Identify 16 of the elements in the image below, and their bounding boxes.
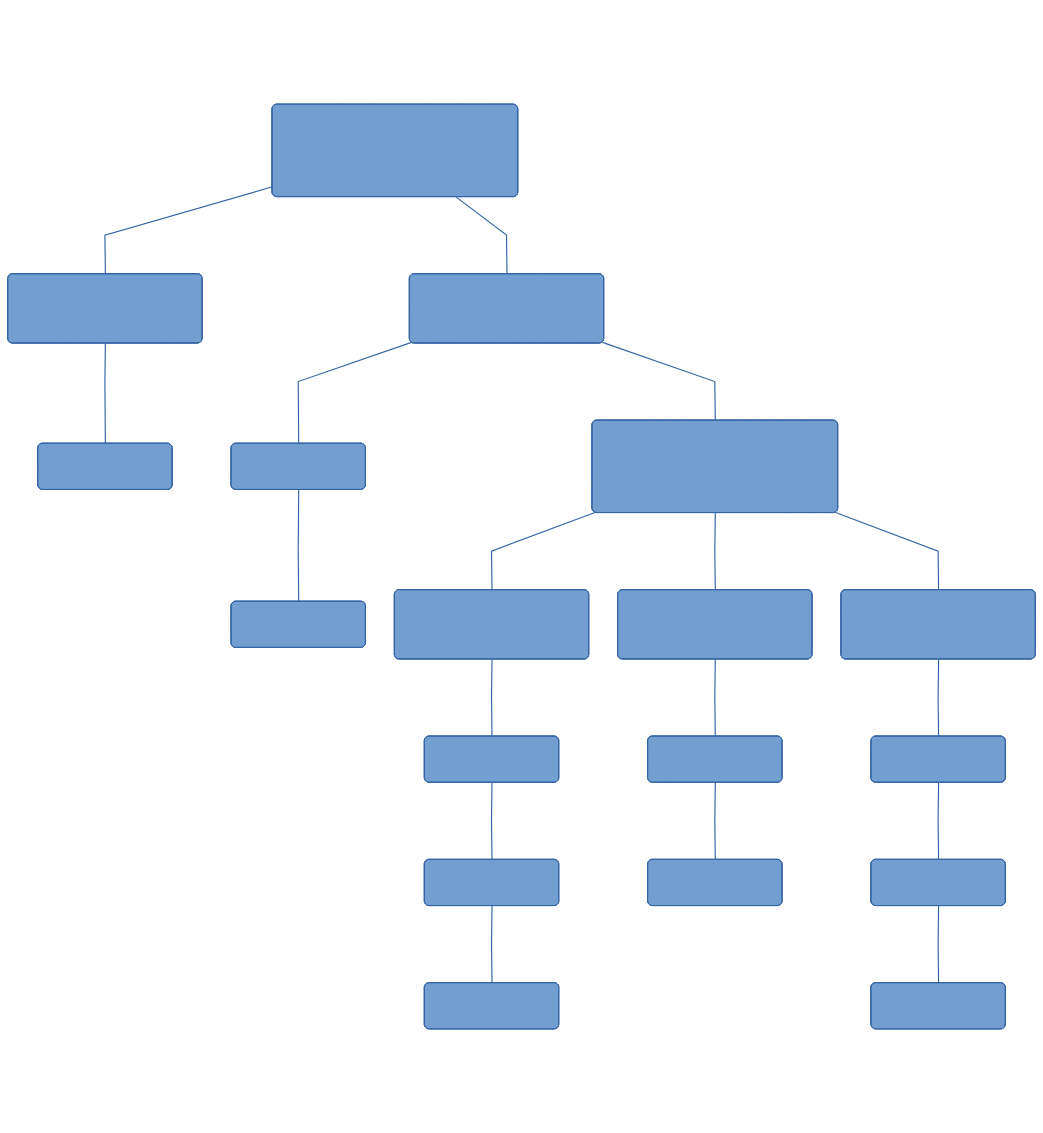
- connector: [937, 782, 940, 861]
- connector: [601, 341, 716, 422]
- connector: [714, 782, 716, 861]
- connector: [490, 782, 493, 861]
- connector: [714, 512, 716, 591]
- connector: [490, 511, 596, 591]
- connector: [937, 905, 940, 984]
- connector: [714, 658, 716, 738]
- connector: [937, 658, 940, 738]
- connector: [835, 511, 940, 591]
- connector: [104, 342, 106, 445]
- connector: [490, 905, 493, 984]
- connector: [455, 196, 508, 275]
- connector: [490, 658, 493, 738]
- connector: [297, 489, 300, 603]
- connector: [297, 341, 413, 445]
